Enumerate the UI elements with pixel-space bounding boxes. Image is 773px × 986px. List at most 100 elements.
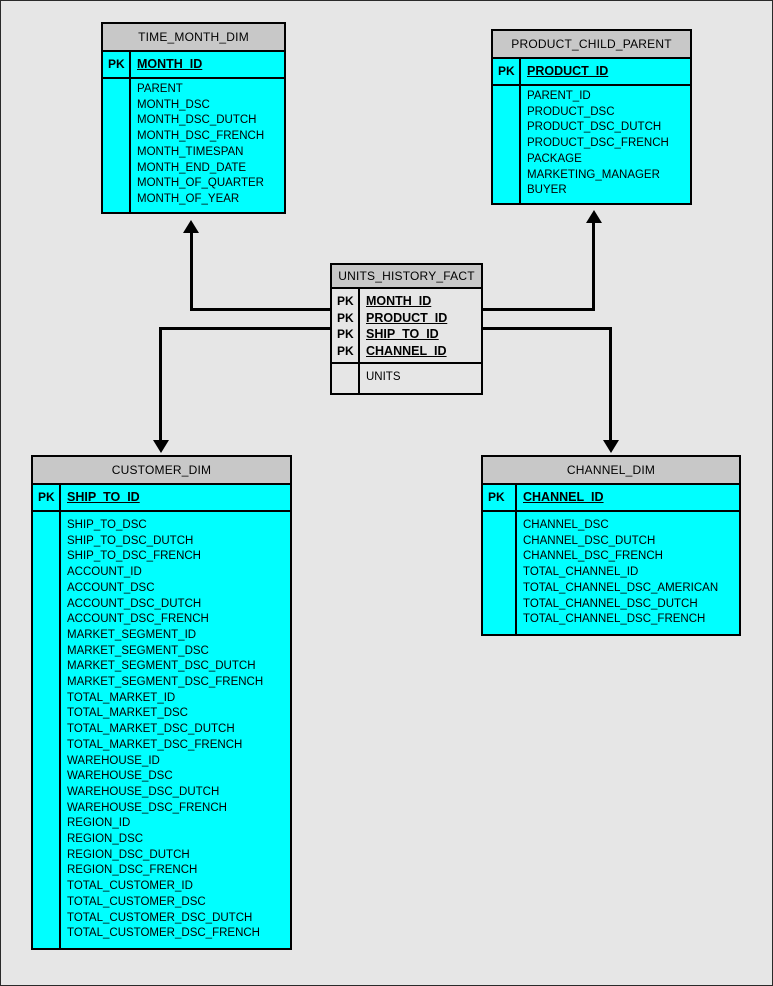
attribute: TOTAL_CUSTOMER_ID <box>67 880 193 893</box>
pk-row-channel-dim: PK CHANNEL_ID <box>483 485 739 512</box>
pk-row-customer-dim: PK SHIP_TO_ID <box>33 485 290 512</box>
attribute: SHIP_TO_DSC_FRENCH <box>67 550 201 563</box>
attrs-product-child-parent: PARENT_ID PRODUCT_DSC PRODUCT_DSC_DUTCH … <box>521 86 690 203</box>
key-gutter-product-child-parent <box>493 86 521 203</box>
pk-label-channel-dim: PK <box>483 485 517 510</box>
attribute: UNITS <box>366 371 401 383</box>
pk-attrs-product-child-parent: PRODUCT_ID <box>521 59 690 84</box>
entity-title-channel-dim: CHANNEL_DIM <box>483 457 739 485</box>
attribute: REGION_DSC_DUTCH <box>67 848 190 861</box>
attribute: TOTAL_MARKET_DSC <box>67 707 188 720</box>
entity-body-customer-dim: PK SHIP_TO_ID SHIP_TO_DSC SHIP_TO_DSC_DU… <box>33 485 290 948</box>
attribute-key: CHANNEL_ID <box>366 343 447 358</box>
entity-title-customer-dim: CUSTOMER_DIM <box>33 457 290 485</box>
entity-body-product-child-parent: PK PRODUCT_ID PARENT_ID PRODUCT_DSC PROD… <box>493 59 690 203</box>
attribute: TOTAL_CUSTOMER_DSC_DUTCH <box>67 911 253 924</box>
attribute: TOTAL_CHANNEL_DSC_FRENCH <box>523 613 706 626</box>
entity-body-units-history-fact: PK PK PK PK MONTH_ID PRODUCT_ID SHIP_TO_… <box>332 289 481 393</box>
attribute: PARENT <box>137 83 183 95</box>
attribute: MONTH_DSC_FRENCH <box>137 130 265 143</box>
attr-row-units-history-fact: UNITS <box>332 364 481 393</box>
pk-label-product-child-parent: PK <box>493 59 521 84</box>
attribute: MONTH_DSC <box>137 98 210 111</box>
entity-channel-dim[interactable]: CHANNEL_DIM PK CHANNEL_ID CHANNEL_DSC CH… <box>481 455 741 636</box>
attribute: MONTH_OF_QUARTER <box>137 177 264 190</box>
attribute: PRODUCT_DSC_FRENCH <box>527 137 669 150</box>
attribute-key: MONTH_ID <box>366 294 432 308</box>
entity-body-time-month-dim: PK MONTH_ID PARENT MONTH_DSC MONTH_DSC_D… <box>103 52 284 212</box>
entity-title-time-month-dim: TIME_MONTH_DIM <box>103 24 284 52</box>
attribute: TOTAL_CHANNEL_DSC_AMERICAN <box>523 581 719 594</box>
attribute: MONTH_END_DATE <box>137 161 247 174</box>
connector-month-id-horizontal <box>190 308 332 311</box>
attribute: ACCOUNT_DSC_DUTCH <box>67 597 202 610</box>
key-gutter-time-month-dim <box>103 79 131 212</box>
entity-time-month-dim[interactable]: TIME_MONTH_DIM PK MONTH_ID PARENT MONTH_… <box>101 22 286 214</box>
attribute-key: PRODUCT_ID <box>366 310 448 325</box>
key-gutter-channel-dim <box>483 512 517 634</box>
key-gutter-units-history-fact <box>332 364 360 393</box>
entity-product-child-parent[interactable]: PRODUCT_CHILD_PARENT PK PRODUCT_ID PAREN… <box>491 29 692 205</box>
attribute-key: SHIP_TO_ID <box>366 327 439 341</box>
attribute: TOTAL_CUSTOMER_DSC <box>67 895 206 908</box>
attribute: PACKAGE <box>527 152 582 165</box>
pk-row-units-history-fact: PK PK PK PK MONTH_ID PRODUCT_ID SHIP_TO_… <box>332 289 481 364</box>
attribute: ACCOUNT_ID <box>67 566 142 579</box>
attribute: REGION_DSC_FRENCH <box>67 864 198 877</box>
entity-customer-dim[interactable]: CUSTOMER_DIM PK SHIP_TO_ID SHIP_TO_DSC S… <box>31 455 292 950</box>
pk-row-product-child-parent: PK PRODUCT_ID <box>493 59 690 86</box>
attribute: MONTH_TIMESPAN <box>137 145 244 158</box>
entity-title-product-child-parent: PRODUCT_CHILD_PARENT <box>493 31 690 59</box>
arrowhead-to-customer-dim <box>153 440 169 453</box>
attribute: TOTAL_CUSTOMER_DSC_FRENCH <box>67 927 260 940</box>
attribute: MARKETING_MANAGER <box>527 168 660 181</box>
attribute: WAREHOUSE_DSC_DUTCH <box>67 785 220 798</box>
pk-attrs-time-month-dim: MONTH_ID <box>131 52 284 77</box>
attribute: MARKET_SEGMENT_DSC <box>67 644 209 657</box>
connector-ship-to-id-vertical <box>159 327 162 442</box>
attribute: ACCOUNT_DSC_FRENCH <box>67 613 209 626</box>
attribute: BUYER <box>527 184 567 197</box>
attrs-time-month-dim: PARENT MONTH_DSC MONTH_DSC_DUTCH MONTH_D… <box>131 79 284 212</box>
attr-row-time-month-dim: PARENT MONTH_DSC MONTH_DSC_DUTCH MONTH_D… <box>103 79 284 212</box>
entity-title-units-history-fact: UNITS_HISTORY_FACT <box>332 265 481 289</box>
pk-attrs-customer-dim: SHIP_TO_ID <box>61 485 290 510</box>
attribute-key: MONTH_ID <box>137 57 203 71</box>
attribute: PARENT_ID <box>527 90 591 102</box>
attribute: REGION_ID <box>67 817 131 830</box>
arrowhead-to-channel-dim <box>603 440 619 453</box>
arrowhead-to-product-child-parent <box>586 210 602 223</box>
entity-units-history-fact[interactable]: UNITS_HISTORY_FACT PK PK PK PK MONTH_ID … <box>330 263 483 395</box>
attribute: TOTAL_MARKET_DSC_DUTCH <box>67 723 235 736</box>
attribute-key: SHIP_TO_ID <box>67 490 140 504</box>
pk-attrs-channel-dim: CHANNEL_ID <box>517 485 739 510</box>
attribute: WAREHOUSE_DSC <box>67 770 173 783</box>
attribute: REGION_DSC <box>67 833 144 846</box>
pk-label-time-month-dim: PK <box>103 52 131 77</box>
connector-product-id-vertical <box>592 223 595 311</box>
attribute: ACCOUNT_DSC <box>67 581 155 594</box>
arrowhead-to-time-month-dim <box>183 220 199 233</box>
key-gutter-customer-dim <box>33 512 61 948</box>
connector-product-id-horizontal <box>482 308 595 311</box>
attribute: MARKET_SEGMENT_ID <box>67 628 197 641</box>
attribute: TOTAL_CHANNEL_DSC_DUTCH <box>523 597 698 610</box>
attribute: PRODUCT_DSC <box>527 105 615 118</box>
attribute: WAREHOUSE_DSC_FRENCH <box>67 801 227 814</box>
connector-month-id-vertical <box>190 233 193 311</box>
entity-body-channel-dim: PK CHANNEL_ID CHANNEL_DSC CHANNEL_DSC_DU… <box>483 485 739 634</box>
attribute: PRODUCT_DSC_DUTCH <box>527 121 662 134</box>
pk-row-time-month-dim: PK MONTH_ID <box>103 52 284 79</box>
attr-row-product-child-parent: PARENT_ID PRODUCT_DSC PRODUCT_DSC_DUTCH … <box>493 86 690 203</box>
attribute: TOTAL_CHANNEL_ID <box>523 566 639 579</box>
attribute: MONTH_OF_YEAR <box>137 192 240 205</box>
attrs-customer-dim: SHIP_TO_DSC SHIP_TO_DSC_DUTCH SHIP_TO_DS… <box>61 512 290 948</box>
pk-attrs-units-history-fact: MONTH_ID PRODUCT_ID SHIP_TO_ID CHANNEL_I… <box>360 289 481 362</box>
attribute: TOTAL_MARKET_DSC_FRENCH <box>67 738 243 751</box>
connector-channel-id-horizontal <box>482 327 612 330</box>
attribute: WAREHOUSE_ID <box>67 754 160 767</box>
attribute: MARKET_SEGMENT_DSC_DUTCH <box>67 660 256 673</box>
attr-row-customer-dim: SHIP_TO_DSC SHIP_TO_DSC_DUTCH SHIP_TO_DS… <box>33 512 290 948</box>
attribute: SHIP_TO_DSC <box>67 519 147 531</box>
